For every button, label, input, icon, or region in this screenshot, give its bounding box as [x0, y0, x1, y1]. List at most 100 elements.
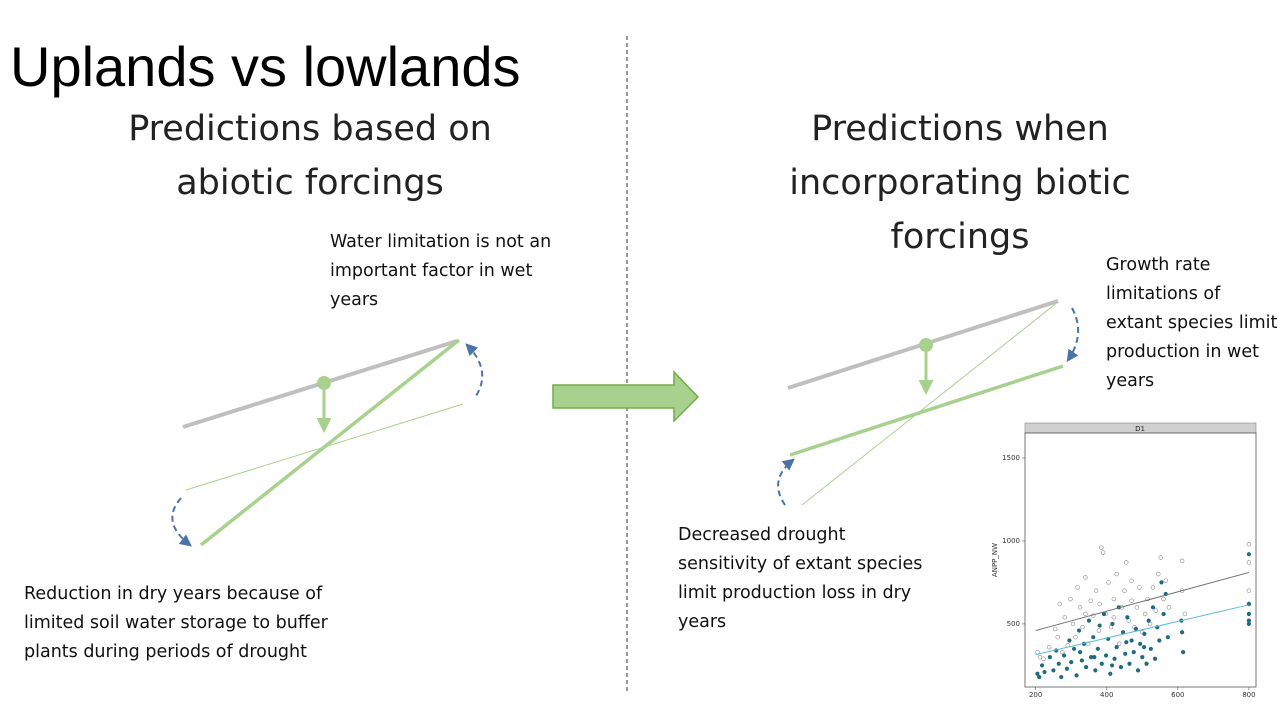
open-data-point — [1075, 585, 1080, 590]
filled-data-point — [1125, 615, 1130, 620]
open-data-point — [1060, 649, 1065, 655]
filled-data-point — [1165, 635, 1170, 640]
open-data-point — [1163, 578, 1168, 583]
filled-data-point — [1161, 611, 1166, 617]
open-data-point — [1116, 641, 1122, 647]
filled-data-point — [1074, 673, 1079, 678]
filled-data-point — [1142, 631, 1147, 636]
left-steep-green-line — [199, 338, 461, 547]
filled-data-point — [1071, 646, 1077, 651]
right-panel-heading: Predictions when incorporating biotic fo… — [789, 109, 1131, 257]
open-data-point — [1246, 588, 1252, 593]
filled-data-point — [1131, 650, 1136, 655]
y-tick-label: 1500 — [1002, 454, 1020, 462]
open-data-point — [1158, 555, 1163, 560]
open-data-point — [1070, 621, 1076, 627]
right-wet-years-note: Growth rate limitations of extant specie… — [1106, 255, 1278, 391]
right-diagram — [777, 299, 1079, 506]
open-data-point — [1134, 605, 1140, 610]
left-panel-heading: Predictions based on abiotic forcings — [128, 109, 492, 203]
filled-data-point — [1042, 669, 1047, 675]
filled-data-point — [1140, 655, 1145, 660]
filled-data-point — [1120, 630, 1126, 635]
open-data-point — [1053, 626, 1058, 632]
filled-data-point — [1118, 664, 1124, 670]
y-tick-label: 1000 — [1002, 537, 1020, 545]
open-data-point — [1057, 601, 1063, 607]
filled-data-point — [1133, 626, 1138, 631]
filled-data-point — [1089, 655, 1094, 660]
filled-data-point — [1067, 638, 1072, 643]
filled-data-point — [1138, 641, 1143, 646]
filled-data-point — [1124, 640, 1129, 645]
open-data-point — [1145, 596, 1150, 602]
open-data-point — [1088, 598, 1093, 603]
x-tick-label: 800 — [1242, 691, 1255, 699]
filled-data-point — [1181, 650, 1186, 655]
open-data-point — [1099, 545, 1104, 550]
left-pivot-point — [317, 376, 331, 390]
right-pivot-point — [919, 338, 933, 352]
open-data-point — [1129, 578, 1134, 583]
open-data-point — [1062, 615, 1068, 620]
open-data-point — [1246, 542, 1252, 547]
open-data-point — [1166, 605, 1172, 610]
filled-data-point — [1035, 671, 1040, 676]
open-data-point — [1179, 558, 1185, 564]
filled-data-point — [1246, 618, 1251, 623]
filled-data-point — [1039, 663, 1045, 668]
open-data-point — [1068, 596, 1073, 602]
filled-data-point — [1114, 645, 1119, 650]
filled-data-point — [1148, 646, 1153, 651]
filled-data-point — [1129, 638, 1134, 643]
left-diagram — [171, 338, 484, 547]
filled-data-point — [1127, 661, 1132, 666]
open-data-point — [1114, 571, 1119, 577]
filled-data-point — [1141, 645, 1147, 650]
filled-data-point — [1246, 621, 1251, 627]
x-tick-label: 600 — [1171, 691, 1184, 699]
right-dry-years-note: Decreased drought sensitivity of extant … — [678, 525, 923, 632]
open-data-point — [1182, 611, 1188, 617]
open-data-point — [1083, 575, 1088, 580]
open-data-point — [1153, 608, 1158, 613]
open-data-point — [1161, 596, 1166, 602]
right-dry-curved-arrow — [777, 458, 795, 506]
open-data-point — [1080, 625, 1085, 630]
filled-data-point — [1077, 650, 1083, 655]
open-data-point — [1246, 560, 1252, 565]
open-data-point — [1124, 560, 1129, 565]
filled-data-point — [1112, 656, 1117, 661]
open-data-point — [1129, 598, 1134, 603]
filled-data-point — [1246, 552, 1251, 557]
filled-data-point — [1110, 621, 1115, 627]
right-shallow-green-line — [789, 364, 1064, 457]
open-data-point — [1150, 585, 1156, 590]
fit-line-open — [1035, 571, 1250, 632]
filled-data-point — [1037, 674, 1042, 680]
right-wet-curved-arrow — [1066, 307, 1079, 362]
open-data-point — [1077, 605, 1083, 610]
plot-fit-lines — [1035, 571, 1250, 656]
filled-data-point — [1099, 661, 1104, 666]
open-data-point — [1156, 571, 1161, 577]
filled-data-point — [1123, 651, 1128, 656]
open-data-point — [1122, 588, 1127, 593]
filled-data-point — [1103, 653, 1109, 658]
open-data-point — [1037, 654, 1043, 660]
open-data-point — [1111, 596, 1117, 602]
filled-data-point — [1179, 630, 1185, 635]
y-tick-label: 500 — [1007, 620, 1020, 628]
filled-data-point — [1056, 661, 1061, 666]
open-data-point — [1073, 634, 1078, 640]
open-data-point — [1046, 644, 1052, 650]
filled-data-point — [1108, 671, 1113, 676]
filled-data-point — [1069, 659, 1074, 665]
filled-data-point — [1076, 628, 1082, 633]
open-data-point — [1111, 615, 1117, 620]
filled-data-point — [1109, 663, 1115, 668]
left-dry-years-note: Reduction in dry years because of limite… — [24, 584, 328, 662]
filled-data-point — [1092, 655, 1097, 660]
